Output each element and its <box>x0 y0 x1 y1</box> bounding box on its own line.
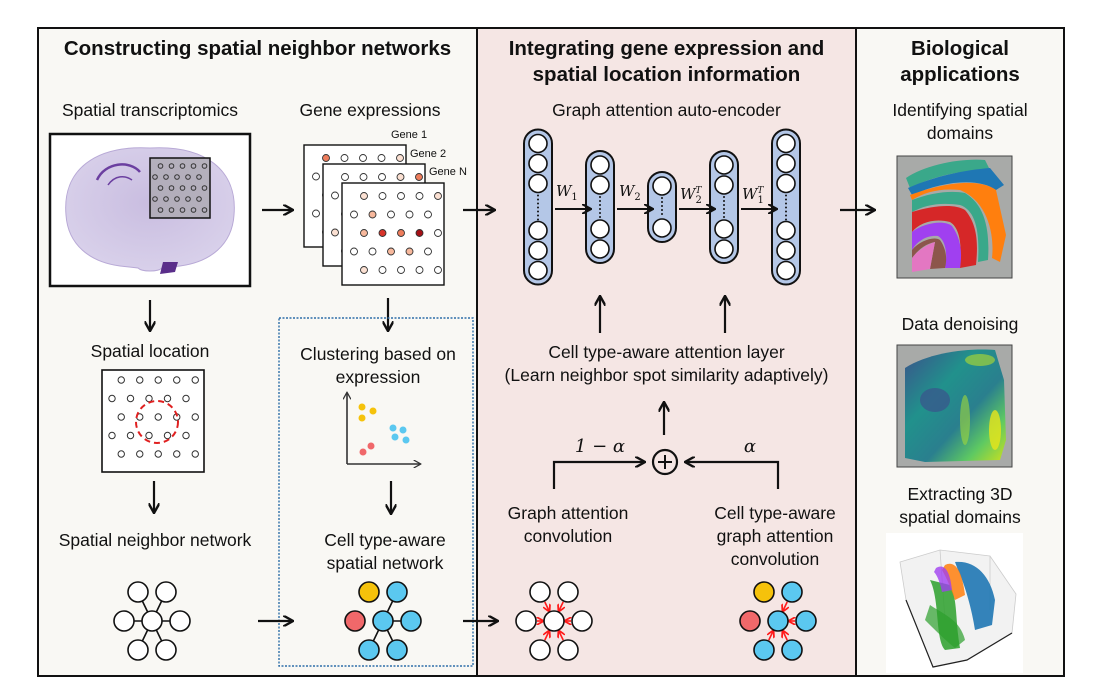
attention-layer-label-line2: (Learn neighbor spot similarity adaptive… <box>504 365 829 385</box>
autoencoder-label: Graph attention auto-encoder <box>552 100 781 120</box>
middle-panel-title-line1: Integrating gene expression and <box>508 37 825 60</box>
cell-type-aware-label-line1: Cell type-aware <box>324 530 446 550</box>
clustering-label-line1: Clustering based on <box>300 344 456 364</box>
spatial-neighbor-network-label: Spatial neighbor network <box>58 530 252 550</box>
weight-w2-label: W2 <box>619 182 641 203</box>
clustering-label-line2: expression <box>335 367 421 387</box>
middle-panel-title-line2: spatial location information <box>532 63 801 86</box>
ct-graph-attention-conv-label-line3: convolution <box>730 549 820 569</box>
identifying-domains-label-line1: Identifying spatial <box>892 100 1028 120</box>
data-denoising-label: Data denoising <box>901 314 1019 334</box>
weight-w2t-label: WT2 <box>680 185 702 206</box>
one-minus-alpha-label: 1 − α <box>574 436 626 457</box>
alpha-label: α <box>743 436 757 457</box>
left-panel-title: Constructing spatial neighbor networks <box>63 37 452 60</box>
graph-attention-conv-label-line2: convolution <box>523 526 613 546</box>
gene-n-label: Gene N <box>429 166 467 178</box>
gene-2-label: Gene 2 <box>410 148 447 160</box>
identifying-domains-label-line2: domains <box>926 123 994 143</box>
extracting-3d-label-line2: spatial domains <box>899 507 1021 527</box>
cell-type-aware-label-line2: spatial network <box>326 553 444 573</box>
spatial-location-label: Spatial location <box>90 341 210 361</box>
weight-w1-label: W1 <box>556 182 578 203</box>
ct-graph-attention-conv-label-line1: Cell type-aware <box>714 503 836 523</box>
gene-1-label: Gene 1 <box>391 129 428 141</box>
spatial-transcriptomics-label: Spatial transcriptomics <box>61 100 239 120</box>
graph-attention-conv-label-line1: Graph attention <box>507 503 629 523</box>
weight-w1t-label: WT1 <box>742 185 764 206</box>
attention-layer-label-line1: Cell type-aware attention layer <box>548 342 785 362</box>
ct-graph-attention-conv-label-line2: graph attention <box>716 526 834 546</box>
right-panel-title-line1: Biological <box>911 37 1009 60</box>
extracting-3d-label-line1: Extracting 3D <box>907 484 1013 504</box>
right-panel-title-line2: applications <box>900 63 1020 86</box>
gene-expressions-label: Gene expressions <box>299 100 441 120</box>
